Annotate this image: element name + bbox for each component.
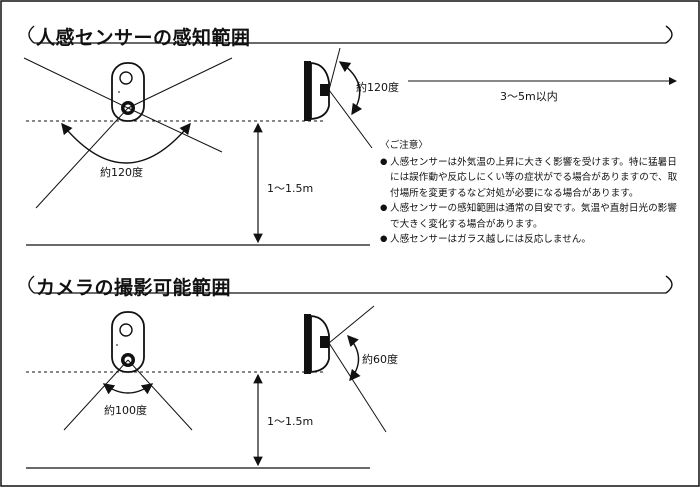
camera-side bbox=[304, 61, 330, 121]
height-label-2: 1～1.5m bbox=[267, 415, 314, 428]
section-title-camera: カメラの撮影可能範囲 bbox=[36, 277, 232, 299]
side-angle-arc bbox=[338, 61, 363, 116]
side-range-line-lower-2 bbox=[328, 342, 387, 433]
range-line-lower-left-2 bbox=[63, 359, 129, 431]
note-item: 人感センサーはガラス越しには反応しません。 bbox=[380, 232, 680, 248]
camera-front bbox=[111, 62, 145, 122]
range-line-lower-right-2 bbox=[127, 359, 193, 431]
title-bracket-left-2 bbox=[28, 275, 35, 294]
range-line-lower-left bbox=[35, 107, 129, 209]
notes-block: 〈ご注意〉 人感センサーは外気温の上昇に大きく影響を受けます。特に猛暑日には誤作… bbox=[380, 138, 680, 248]
camera-front-2 bbox=[111, 311, 145, 373]
side-angle-label-2: 約60度 bbox=[362, 353, 398, 366]
height-label: 1～1.5m bbox=[267, 182, 314, 195]
title-bracket-left bbox=[28, 25, 35, 44]
front-angle-arc-2 bbox=[102, 383, 154, 395]
note-item: 人感センサーは外気温の上昇に大きく影響を受けます。特に猛暑日には誤作動や反応しに… bbox=[380, 155, 680, 202]
front-angle-label-2: 約100度 bbox=[104, 404, 147, 417]
title-bracket-right bbox=[665, 25, 673, 44]
range-line-lower-right bbox=[127, 107, 223, 153]
front-angle-label: 約120度 bbox=[100, 166, 143, 179]
title-bracket-right-2 bbox=[665, 275, 673, 294]
side-range-line-upper bbox=[328, 47, 341, 91]
side-range-line-lower bbox=[328, 89, 373, 149]
range-line-left bbox=[23, 57, 129, 109]
distance-label: 3～5m以内 bbox=[500, 90, 558, 103]
side-range-line-upper-2 bbox=[328, 305, 375, 344]
side-angle-label: 約120度 bbox=[356, 81, 399, 94]
section-title-sensor: 人感センサーの感知範囲 bbox=[36, 27, 251, 49]
notes-heading: 〈ご注意〉 bbox=[380, 140, 428, 151]
camera-side-2 bbox=[304, 314, 330, 374]
range-line-right bbox=[127, 57, 233, 109]
side-angle-arc-2 bbox=[347, 334, 361, 382]
front-angle-arc bbox=[61, 122, 191, 164]
note-item: 人感センサーの感知範囲は通常の目安です。気温や直射日光の影響で大きく変化する場合… bbox=[380, 201, 680, 232]
